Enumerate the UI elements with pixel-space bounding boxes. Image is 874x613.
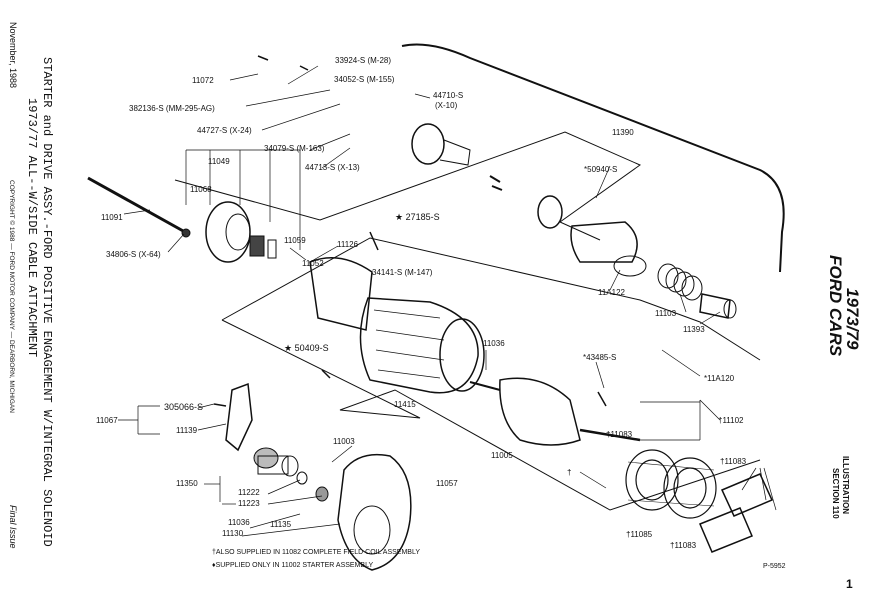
leader-lines (118, 65, 777, 537)
part-label-11139: 11139 (176, 426, 198, 435)
part-label-dagger: † (567, 468, 572, 477)
part-label-44713: 44713-S (X-13) (305, 163, 360, 172)
part-label-11126: 11126 (337, 240, 359, 249)
field-frame (359, 297, 479, 394)
part-label-11350: 11350 (176, 479, 198, 488)
armature (499, 377, 581, 446)
section-label: SECTION 110 (831, 468, 840, 519)
part-label-44710b: (X-10) (435, 101, 458, 110)
figure-number: P-5952 (763, 563, 786, 570)
part-label-11036b: 11036 (228, 518, 250, 527)
part-label-34052: 34052-S (M-155) (334, 75, 395, 84)
bracket-11390 (401, 43, 785, 273)
part-label-11052: 11052 (302, 259, 324, 268)
years-label: 1973/79 (843, 288, 862, 350)
shift-lever (225, 382, 253, 452)
part-label-11A120: *11A120 (704, 374, 735, 383)
part-label-50940: *50940-S (584, 165, 618, 174)
part-label-50409: ★ 50409-S (284, 343, 329, 353)
group-outline-low (221, 319, 761, 511)
part-label-11059: 11059 (284, 236, 306, 245)
group-outline-mid (221, 237, 761, 361)
illustration-label: ILLUSTRATION (841, 456, 850, 515)
part-label-11036a: 11036 (483, 339, 505, 348)
part-label-11390: 11390 (612, 128, 634, 137)
solenoid-body (570, 221, 638, 263)
part-label-11083a: †11083 (606, 430, 633, 439)
part-label-11415: 11415 (394, 400, 416, 409)
page-number: 1 (846, 577, 853, 591)
part-label-11085: †11085 (626, 530, 653, 539)
part-label-44710: 44710-S (433, 91, 464, 100)
copyright-label: COPYRIGHT © 1988 — FORD MOTOR COMPANY — … (8, 180, 15, 413)
pole-shoe-1 (720, 473, 774, 517)
part-label-44727: 44727-S (X-24) (197, 126, 252, 135)
part-label-34141: 34141-S (M-147) (372, 268, 433, 277)
field-coils (625, 449, 717, 519)
part-label-11130: 11130 (222, 529, 244, 538)
date-label: November, 1988 (8, 22, 18, 89)
part-label-34806: 34806-S (X-64) (106, 250, 161, 259)
make-label: FORD CARS (826, 255, 845, 357)
footnote-2: ♦SUPPLIED ONLY IN 11002 STARTER ASSEMBLY (212, 562, 374, 569)
housing-band-11126 (309, 257, 373, 331)
part-label-11057: 11057 (436, 479, 458, 488)
final-issue-label: Final Issue (8, 505, 18, 549)
part-label-11222: 11222 (238, 488, 260, 497)
through-bolt (87, 176, 186, 234)
group-outline-top (174, 131, 642, 241)
pole-shoe-2 (699, 507, 753, 553)
brush-end-plate (205, 201, 251, 263)
part-label-11102: †11102 (718, 416, 744, 425)
footnote-1: †ALSO SUPPLIED IN 11082 COMPLETE FIELD C… (212, 549, 421, 556)
part-label-305066: 305066-S (164, 402, 204, 412)
solenoid-plunger (489, 175, 503, 191)
part-label-11068: 11068 (190, 185, 212, 194)
return-spring-11103 (657, 263, 703, 301)
part-label-11A122: 11A122 (598, 288, 625, 297)
part-label-11223: 11223 (238, 499, 260, 508)
small-screws (213, 55, 607, 407)
part-label-11083b: †11083 (720, 457, 747, 466)
part-label-27185: ★ 27185-S (395, 212, 440, 222)
title-line-2: 1973/77 ALL--W/SIDE CABLE ATTACHMENT (25, 98, 39, 358)
bracket-11049 (185, 149, 301, 250)
part-label-11072: 11072 (192, 76, 214, 85)
solenoid-cap (411, 123, 445, 165)
part-label-33924: 33924-S (M-28) (335, 56, 392, 65)
part-label-11003: 11003 (333, 437, 355, 446)
part-label-382136: 382136-S (MM-295-AG) (129, 104, 215, 113)
part-label-11005: 11005 (491, 451, 513, 460)
title-line-1: STARTER and DRIVE ASSY.-FORD POSITIVE EN… (40, 57, 54, 547)
drive-end-housing (337, 453, 412, 571)
drive-gear-11350 (253, 447, 299, 477)
part-label-11393: 11393 (683, 325, 705, 334)
part-label-11091: 11091 (101, 213, 123, 222)
part-label-34079: 34079-S (M-163) (264, 144, 325, 153)
part-label-11067: 11067 (96, 416, 118, 425)
part-label-11049: 11049 (208, 157, 230, 166)
part-label-11103: 11103 (655, 309, 677, 318)
part-label-11083c: †11083 (670, 541, 697, 550)
part-label-43485: *43485-S (583, 353, 617, 362)
part-label-11135: 11135 (270, 520, 292, 529)
